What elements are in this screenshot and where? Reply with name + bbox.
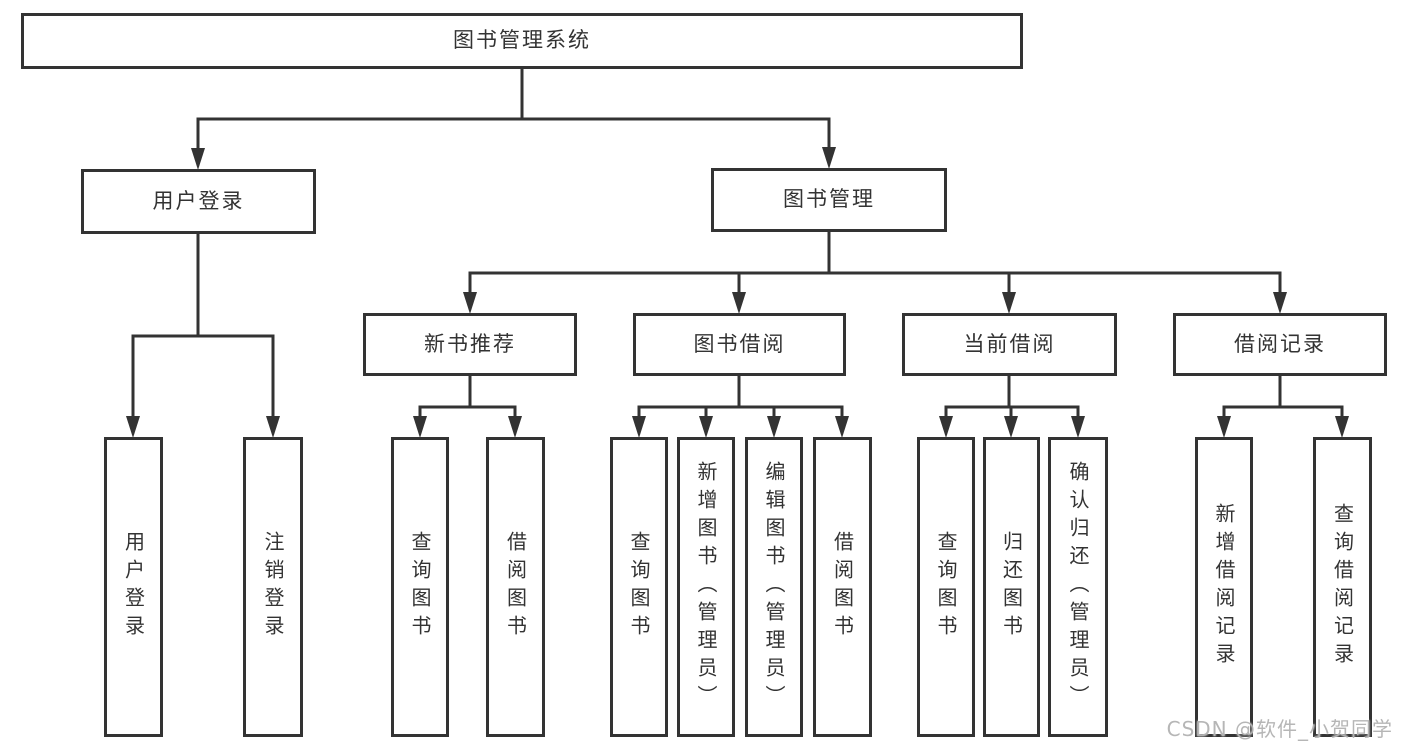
leaf-label: 借阅图书 [503, 531, 528, 643]
node-user-login: 用户登录 [81, 169, 316, 234]
leaf-logout: 注销登录 [243, 437, 303, 737]
leaf-borrow-books: 借阅图书 [813, 437, 872, 737]
arrowhead [699, 416, 713, 438]
arrowhead [508, 416, 522, 438]
arrowhead [732, 292, 746, 314]
node-current-borrowing: 当前借阅 [902, 313, 1117, 376]
leaf-borrow-books-recommend: 借阅图书 [486, 437, 545, 737]
leaf-label: 查询图书 [934, 531, 958, 643]
leaf-label: 编辑图书（管理员） [762, 461, 786, 713]
arrowhead [1217, 416, 1231, 438]
node-new-book-recommend: 新书推荐 [363, 313, 577, 376]
leaf-edit-books-admin: 编辑图书（管理员） [745, 437, 803, 737]
leaf-label: 查询图书 [408, 531, 432, 643]
edge-root-to-level2 [196, 68, 831, 154]
leaf-label: 注销登录 [261, 531, 285, 643]
arrowhead [126, 416, 140, 438]
leaf-return-books: 归还图书 [983, 437, 1040, 737]
edge-userlogin-to-leaves [131, 232, 275, 420]
leaf-user-login: 用户登录 [104, 437, 163, 737]
arrowhead [822, 147, 836, 169]
leaf-confirm-return-admin: 确认归还（管理员） [1048, 437, 1108, 737]
node-book-management: 图书管理 [711, 168, 947, 232]
node-library-management-system: 图书管理系统 [21, 13, 1023, 69]
leaf-label: 新增借阅记录 [1212, 503, 1236, 671]
arrowhead [767, 416, 781, 438]
edge-newbook-to-leaves [418, 373, 517, 420]
arrowhead [632, 416, 646, 438]
leaf-query-books-borrowing: 查询图书 [610, 437, 668, 737]
arrowhead [413, 416, 427, 438]
arrowhead [1071, 416, 1085, 438]
leaf-label: 用户登录 [121, 531, 146, 643]
arrowhead [1335, 416, 1349, 438]
leaf-add-borrow-record: 新增借阅记录 [1195, 437, 1253, 737]
arrowhead [266, 416, 280, 438]
arrowhead [835, 416, 849, 438]
node-borrow-records: 借阅记录 [1173, 313, 1387, 376]
leaf-add-books-admin: 新增图书（管理员） [677, 437, 735, 737]
leaf-label: 归还图书 [999, 531, 1024, 643]
arrowhead [463, 292, 477, 314]
edge-records-to-leaves [1222, 374, 1344, 420]
leaf-query-books-recommend: 查询图书 [391, 437, 449, 737]
arrowhead [191, 148, 205, 170]
leaf-label: 确认归还（管理员） [1066, 461, 1090, 713]
edge-current-to-leaves [944, 374, 1080, 420]
csdn-watermark: CSDN @软件_小贺同学 [1166, 717, 1393, 741]
leaf-query-borrow-record: 查询借阅记录 [1313, 437, 1372, 737]
leaf-label: 新增图书（管理员） [694, 461, 718, 713]
arrowhead [1002, 292, 1016, 314]
leaf-query-books-current: 查询图书 [917, 437, 975, 737]
edge-bookmgmt-to-level3 [468, 229, 1282, 297]
edge-borrowing-to-leaves [637, 373, 844, 420]
leaf-label: 借阅图书 [830, 531, 855, 643]
leaf-label: 查询图书 [627, 531, 651, 643]
arrowhead [1004, 416, 1018, 438]
node-book-borrowing: 图书借阅 [633, 313, 846, 376]
leaf-label: 查询借阅记录 [1330, 503, 1355, 671]
arrowhead [939, 416, 953, 438]
arrowhead [1273, 292, 1287, 314]
